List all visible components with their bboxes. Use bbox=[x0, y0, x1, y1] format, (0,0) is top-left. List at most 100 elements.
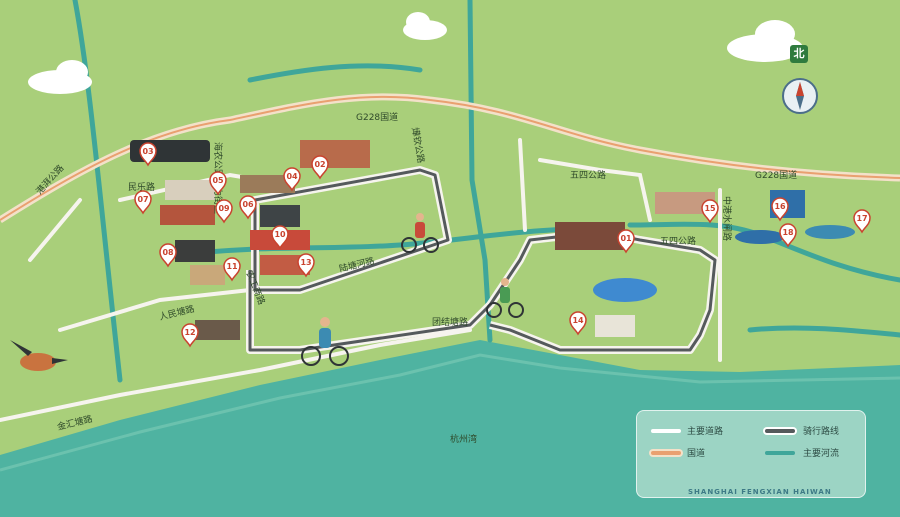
poi-pin-number: 01 bbox=[620, 234, 632, 243]
poi-pin-number: 03 bbox=[142, 147, 153, 156]
poi-pin-marker bbox=[209, 171, 227, 196]
cyclists bbox=[301, 213, 524, 366]
landmark-01 bbox=[555, 222, 625, 250]
poi-pin-12[interactable]: 12 bbox=[181, 323, 199, 348]
poi-pin-marker bbox=[311, 155, 329, 180]
label-tuanjie: 团结塘路 bbox=[432, 316, 468, 328]
road-center-north bbox=[518, 138, 527, 232]
poi-pin-number: 08 bbox=[162, 248, 174, 257]
poi-pin-number: 10 bbox=[274, 230, 286, 239]
poi-pin-01[interactable]: 01 bbox=[617, 229, 635, 254]
pond bbox=[593, 278, 657, 302]
legend-cycling: 骑行路线 bbox=[803, 427, 840, 437]
label-g228-top: G228国道 bbox=[356, 111, 398, 123]
poi-pin-03[interactable]: 03 bbox=[139, 142, 157, 167]
compass[interactable] bbox=[782, 78, 818, 114]
poi-pin-number: 13 bbox=[300, 258, 311, 267]
poi-pin-marker bbox=[853, 209, 871, 234]
poi-pin-marker bbox=[134, 190, 152, 215]
poi-pin-number: 02 bbox=[314, 160, 325, 169]
landmark-04 bbox=[240, 175, 295, 193]
poi-pin-18[interactable]: 18 bbox=[779, 223, 797, 248]
poi-pin-number: 15 bbox=[704, 204, 716, 213]
poi-pin-marker bbox=[139, 142, 157, 167]
landmark-15 bbox=[655, 192, 715, 214]
landmark-12 bbox=[195, 320, 240, 340]
legend-swatch-national bbox=[651, 451, 681, 455]
label-minle: 民乐路 bbox=[128, 181, 155, 193]
poi-pin-02[interactable]: 02 bbox=[311, 155, 329, 180]
landmark-06 bbox=[260, 205, 300, 227]
poi-pin-number: 12 bbox=[184, 328, 195, 337]
label-wusi-right: 五四公路 bbox=[660, 235, 696, 247]
poi-pin-marker bbox=[617, 229, 635, 254]
poi-pin-10[interactable]: 10 bbox=[271, 225, 289, 250]
poi-pin-14[interactable]: 14 bbox=[569, 311, 587, 336]
poi-pin-05[interactable]: 05 bbox=[209, 171, 227, 196]
label-wusi-mid: 五四公路 bbox=[570, 169, 606, 181]
landmark-17 bbox=[805, 225, 855, 239]
legend: 主要道路 骑行路线 国道 主要河流 bbox=[636, 410, 866, 498]
poi-pin-11[interactable]: 11 bbox=[223, 257, 241, 282]
poi-pin-number: 11 bbox=[226, 262, 238, 271]
legend-national: 国道 bbox=[687, 449, 706, 459]
landmark-11 bbox=[190, 265, 225, 285]
legend-swatch-river bbox=[765, 451, 795, 455]
poi-pin-15[interactable]: 15 bbox=[701, 199, 719, 224]
hoopoe-bird bbox=[10, 340, 68, 371]
footer-brand: SHANGHAI FENGXIAN HAIWAN bbox=[688, 488, 832, 496]
landmark-08 bbox=[175, 240, 215, 262]
landmark-07 bbox=[160, 205, 215, 225]
poi-pin-number: 18 bbox=[782, 228, 794, 237]
poi-pin-06[interactable]: 06 bbox=[239, 195, 257, 220]
coast-shallow bbox=[0, 353, 900, 472]
poi-pin-number: 06 bbox=[242, 200, 254, 209]
poi-pin-08[interactable]: 08 bbox=[159, 243, 177, 268]
cyclist-2 bbox=[401, 213, 439, 253]
poi-pin-04[interactable]: 04 bbox=[283, 167, 301, 192]
poi-pin-number: 04 bbox=[286, 172, 298, 181]
poi-pin-marker bbox=[283, 167, 301, 192]
poi-pin-number: 07 bbox=[137, 195, 148, 204]
label-hangzhou-bay: 杭州湾 bbox=[450, 433, 477, 445]
poi-pin-number: 14 bbox=[572, 316, 584, 325]
road-gangpu bbox=[28, 198, 82, 262]
road-jinhui bbox=[0, 328, 472, 422]
national-road-g228 bbox=[0, 95, 900, 221]
landmark-05 bbox=[165, 180, 215, 200]
landmark-14 bbox=[595, 315, 635, 337]
poi-pin-13[interactable]: 13 bbox=[297, 253, 315, 278]
poi-pin-number: 05 bbox=[212, 176, 224, 185]
poi-pin-marker bbox=[569, 311, 587, 336]
poi-pin-marker bbox=[223, 257, 241, 282]
river-north bbox=[247, 63, 423, 83]
river-east-low bbox=[747, 325, 900, 338]
poi-pin-number: 16 bbox=[774, 202, 786, 211]
label-zhonggang: 中港水闸路 bbox=[721, 196, 733, 241]
poi-pin-07[interactable]: 07 bbox=[134, 190, 152, 215]
poi-pin-marker bbox=[271, 225, 289, 250]
poi-pin-marker bbox=[239, 195, 257, 220]
legend-river: 主要河流 bbox=[803, 449, 840, 459]
poi-pin-number: 09 bbox=[218, 204, 230, 213]
poi-pin-17[interactable]: 17 bbox=[853, 209, 871, 234]
label-g228-right: G228国道 bbox=[755, 169, 797, 181]
legend-main-road: 主要道路 bbox=[687, 427, 724, 437]
poi-pin-09[interactable]: 09 bbox=[215, 199, 233, 224]
river-center bbox=[467, 0, 493, 343]
poi-pin-marker bbox=[297, 253, 315, 278]
road-wusi bbox=[538, 158, 652, 222]
compass-north-label: 北 bbox=[790, 45, 808, 63]
landmark-18 bbox=[735, 230, 785, 244]
poi-pin-marker bbox=[181, 323, 199, 348]
road-renmin bbox=[58, 288, 252, 332]
poi-pin-16[interactable]: 16 bbox=[771, 197, 789, 222]
cyclist-3 bbox=[486, 278, 524, 318]
cyclist-1 bbox=[301, 317, 349, 366]
clouds bbox=[28, 12, 803, 94]
poi-pin-marker bbox=[779, 223, 797, 248]
poi-pin-marker bbox=[159, 243, 177, 268]
poi-pin-marker bbox=[701, 199, 719, 224]
poi-pin-marker bbox=[215, 199, 233, 224]
